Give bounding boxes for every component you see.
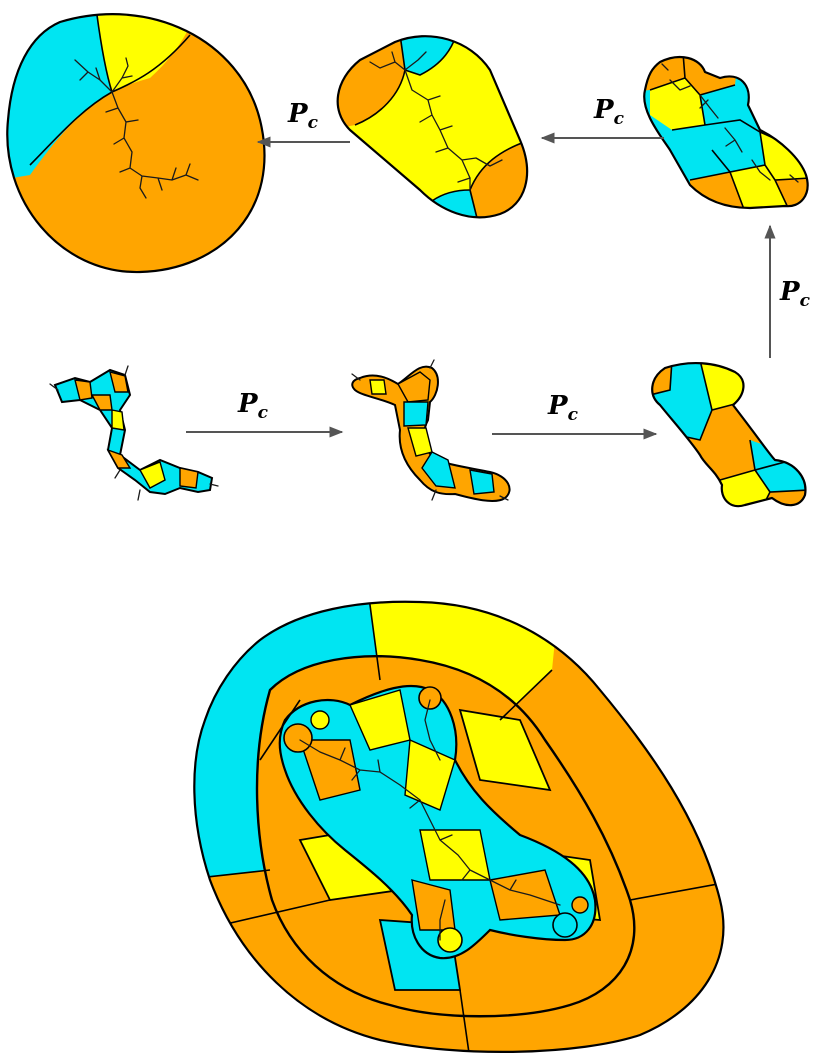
map-label-top-right: Pc xyxy=(593,95,625,129)
julia-blob-small-top xyxy=(643,55,809,210)
map-label-top-left: Pc xyxy=(287,99,319,133)
julia-blob-mid xyxy=(351,359,511,502)
map-label-right: Pc xyxy=(779,277,811,311)
map-label-middle-right: Pc xyxy=(547,391,579,425)
julia-blob-nested xyxy=(193,600,725,1053)
julia-blob-large xyxy=(6,13,266,274)
map-label-middle-left: Pc xyxy=(237,389,269,423)
julia-blob-mid-right xyxy=(651,361,807,508)
julia-blob-thin-left xyxy=(49,365,219,501)
julia-blob-pill xyxy=(336,35,529,219)
